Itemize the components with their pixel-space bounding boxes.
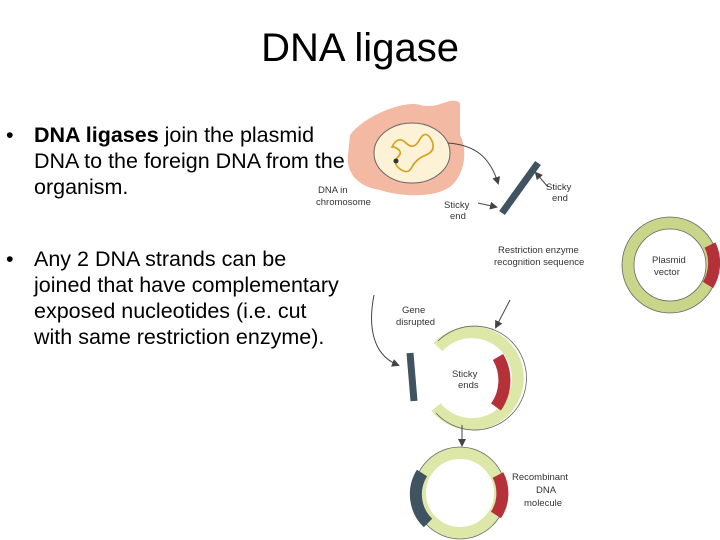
label-restriction-1: Restriction enzyme — [498, 245, 579, 256]
diagram-svg: DNA in chromosome Sticky end Sticky end … — [316, 100, 720, 540]
arrow-sticky-end-left — [477, 201, 498, 210]
restriction-site-dot — [393, 158, 399, 164]
bullet-list: • DNA ligases join the plasmid DNA to th… — [6, 122, 346, 396]
nucleus-shape — [373, 122, 451, 184]
label-dna-in: DNA in — [318, 185, 348, 196]
label-plasmid: Plasmid — [652, 255, 686, 266]
recombinant-marker-segment — [490, 472, 509, 519]
arrow-to-fragment — [447, 142, 501, 185]
plasmid-ring-inner — [633, 228, 707, 302]
label-gene: Gene — [402, 305, 425, 316]
label-sticky-left-1: Sticky — [444, 200, 470, 211]
label-molecule: molecule — [524, 498, 562, 509]
label-restriction-2: recognition sequence — [494, 257, 584, 268]
arrow-fragment-to-insertion — [371, 294, 400, 367]
foreign-dna-insert — [406, 352, 418, 402]
dna-ligase-diagram: DNA in chromosome Sticky end Sticky end … — [310, 95, 720, 540]
bullet-dot: • — [6, 123, 14, 147]
bullet-item-strands: • Any 2 DNA strands can be joined that h… — [6, 246, 346, 350]
opened-plasmid-outline — [435, 325, 527, 431]
bullet-bold-text: DNA ligases — [34, 123, 159, 147]
recombinant-foreign-segment — [409, 469, 433, 528]
label-sticky-left-2: end — [450, 211, 466, 222]
label-dna: DNA — [536, 485, 557, 496]
recombinant-ring — [414, 447, 506, 539]
arrow-plasmid-to-opened — [495, 299, 511, 329]
arrow-sticky-end-right — [534, 171, 549, 188]
label-sticky-ends-2: ends — [458, 380, 479, 391]
bullet-dot: • — [6, 247, 14, 271]
foreign-dna-fragment — [499, 160, 541, 216]
bullet-item-ligase: • DNA ligases join the plasmid DNA to th… — [6, 122, 346, 200]
label-sticky-ends-1: Sticky — [452, 369, 478, 380]
slide-title: DNA ligase — [261, 26, 459, 70]
opened-plasmid-marker — [490, 353, 511, 411]
label-chromosome: chromosome — [316, 197, 371, 208]
label-sticky-right-1: Sticky — [546, 182, 572, 193]
opened-plasmid-ring — [431, 326, 524, 431]
label-sticky-right-2: end — [552, 193, 568, 204]
bullet-text: join the plasmid DNA to the foreign DNA … — [34, 123, 345, 199]
label-vector: vector — [654, 267, 680, 278]
label-disrupted: disrupted — [396, 317, 435, 328]
bullet-text: Any 2 DNA strands can be joined that hav… — [34, 247, 339, 349]
plasmid-marker-segment — [702, 242, 720, 289]
label-recombinant: Recombinant — [512, 472, 568, 483]
